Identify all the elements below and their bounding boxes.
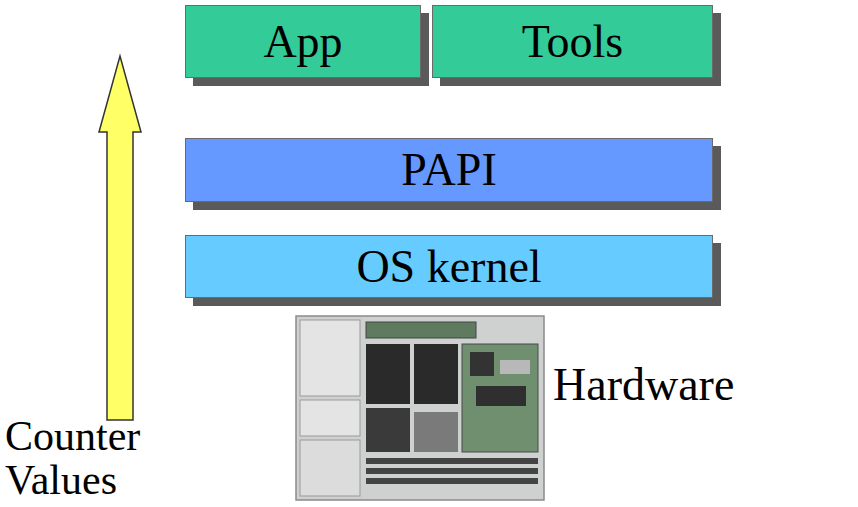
axis-label: Counter Values (5, 414, 180, 502)
app-box: App (185, 5, 421, 78)
tools-box: Tools (432, 5, 713, 78)
hardware-label: Hardware (553, 362, 853, 408)
box-label: PAPI (401, 147, 496, 193)
counter-arrow (99, 56, 141, 420)
layer-box: PAPI (185, 138, 713, 202)
server-illustration (296, 316, 544, 500)
box-label: App (263, 19, 342, 65)
layer-box: OS kernel (185, 235, 713, 298)
box-label: OS kernel (356, 244, 541, 290)
box-label: Tools (522, 19, 624, 65)
